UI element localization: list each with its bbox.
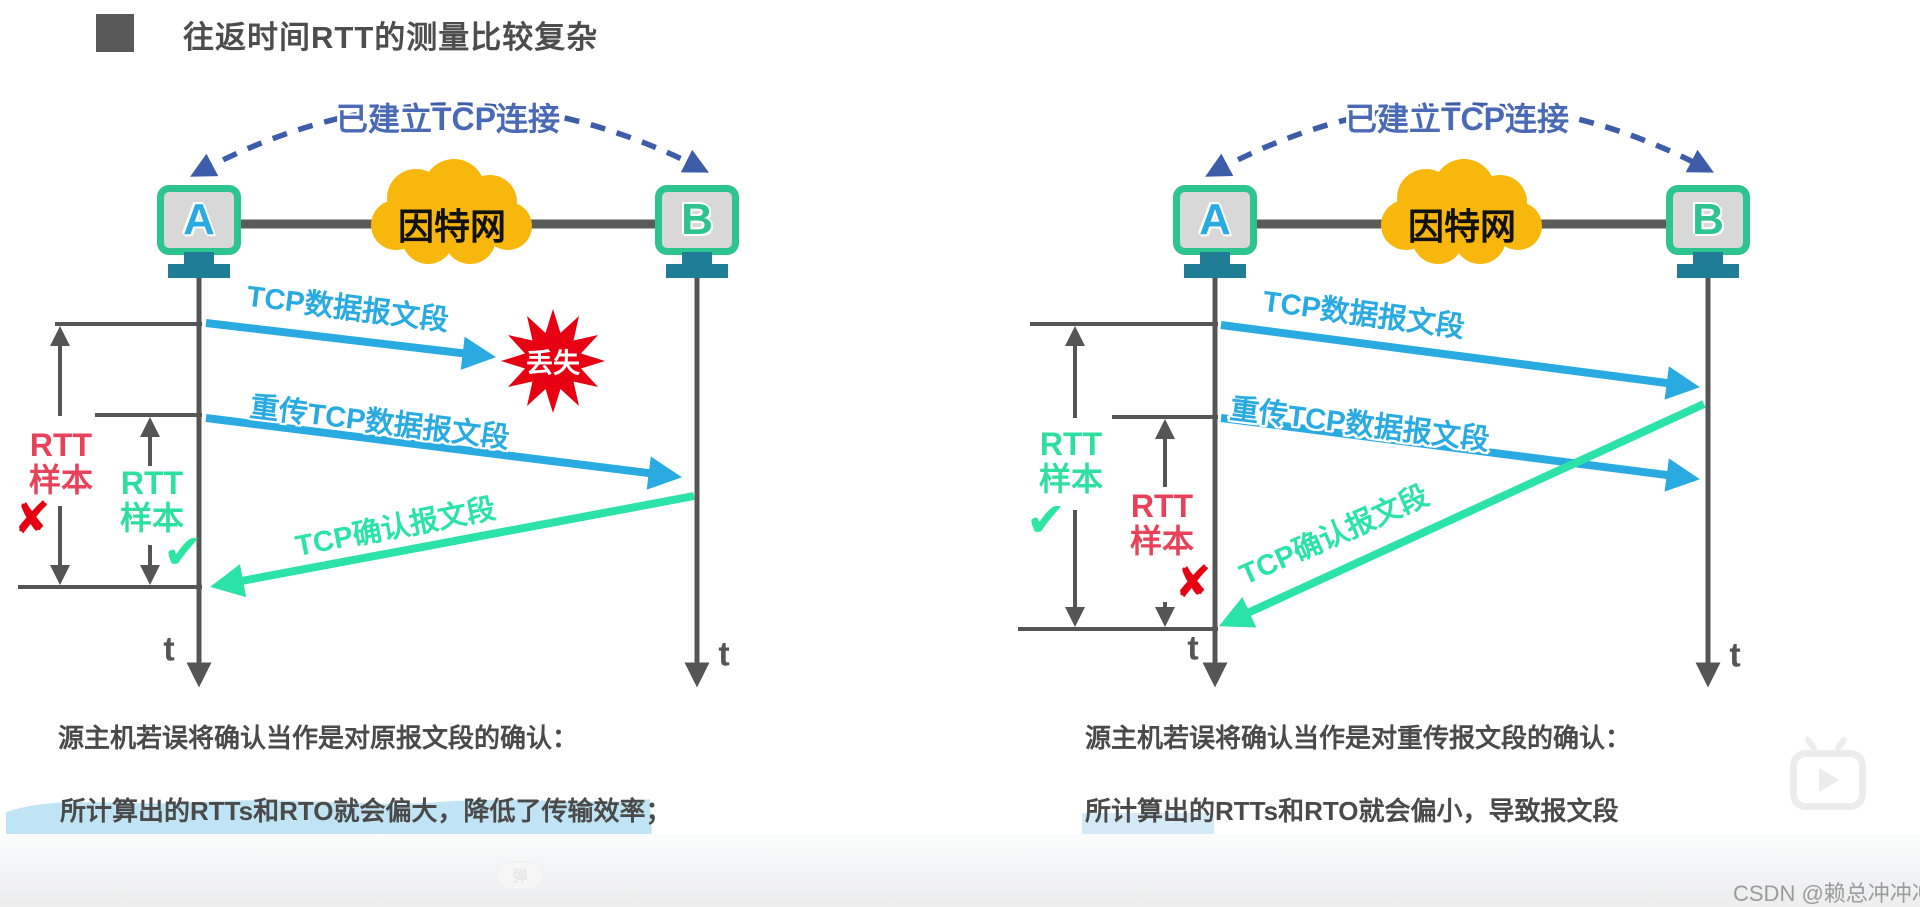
left-host-a-monitor: A xyxy=(157,185,241,255)
left-host-b-label: B xyxy=(681,195,713,244)
right-host-b-stand-base xyxy=(1677,264,1739,278)
right-host-a-label: A xyxy=(1199,195,1231,244)
right-network-label: 因特网 xyxy=(1407,206,1517,247)
right-host-b-label: B xyxy=(1692,195,1724,244)
right-host-a-stand-neck xyxy=(1200,252,1230,264)
left-arrow-data xyxy=(205,319,497,370)
left-connection-arc xyxy=(190,102,710,177)
highlight-band-right xyxy=(1082,813,1214,836)
danmaku-toggle-label: 弹 xyxy=(512,867,528,885)
left-connection-label: 已建立TCP连接 xyxy=(335,101,561,137)
right-time-axis-b: t xyxy=(1729,636,1741,675)
right-host-a-monitor: A xyxy=(1173,185,1257,255)
play-overlay-button[interactable] xyxy=(1790,750,1866,810)
title-bullet-square xyxy=(96,14,134,52)
left-host-a-stand-base xyxy=(168,264,230,278)
right-arrow-ack xyxy=(1218,400,1706,628)
left-rtt-inner-label: RTT 样本 xyxy=(119,465,185,536)
right-internet-cloud xyxy=(1381,159,1542,264)
left-internet-cloud xyxy=(371,159,532,264)
play-icon xyxy=(1819,768,1839,792)
left-host-b-monitor: B xyxy=(655,185,739,255)
right-connection-label: 已建立TCP连接 xyxy=(1344,101,1570,137)
right-connection-arc xyxy=(1205,102,1714,177)
left-conclusion: 所计算出的RTTs和RTO就会偏大，降低了传输效率； xyxy=(60,796,672,826)
left-time-axis-a: t xyxy=(163,630,175,669)
right-arrow-data xyxy=(1220,321,1700,400)
left-rtt-outer-cross-icon: ✘ xyxy=(13,494,51,543)
right-rtt-inner-cross-icon: ✘ xyxy=(1174,558,1212,607)
right-rtt-outer-check-icon: ✔ xyxy=(1025,494,1067,547)
left-host-b-stand-neck xyxy=(682,252,712,264)
danmaku-toggle[interactable]: 弹 xyxy=(497,861,543,889)
left-arrow-ack xyxy=(210,492,695,598)
right-host-a-stand-base xyxy=(1184,264,1246,278)
lost-label: 丢失 xyxy=(526,348,580,379)
left-caption: 源主机若误将确认当作是对原报文段的确认： xyxy=(58,723,579,753)
lost-starburst xyxy=(501,309,605,413)
left-rtt-inner-check-icon: ✔ xyxy=(162,526,204,579)
right-rtt-outer-label: RTT 样本 xyxy=(1038,426,1104,497)
right-time-axis-a: t xyxy=(1187,629,1199,668)
left-arrow-retrans xyxy=(205,414,683,490)
right-rtt-inner-label: RTT 样本 xyxy=(1129,488,1195,559)
page-title: 往返时间RTT的测量比较复杂 xyxy=(183,20,599,55)
watermark: CSDN @赖总冲冲冲 xyxy=(1733,881,1920,906)
player-control-strip xyxy=(0,834,1920,907)
left-host-a-stand-neck xyxy=(184,252,214,264)
right-arrow-retrans xyxy=(1220,414,1700,492)
left-network-label: 因特网 xyxy=(397,206,507,247)
left-time-axis-b: t xyxy=(718,635,730,674)
right-conclusion-line1: 所计算出的RTTs和RTO就会偏小，导致报文段 xyxy=(1085,796,1619,826)
left-host-b-stand-base xyxy=(666,264,728,278)
right-host-b-stand-neck xyxy=(1693,252,1723,264)
left-host-a-label: A xyxy=(183,195,215,244)
highlight-band-left xyxy=(6,799,652,836)
left-rtt-outer-label: RTT 样本 xyxy=(28,427,94,498)
right-caption: 源主机若误将确认当作是对重传报文段的确认： xyxy=(1085,723,1632,753)
right-host-b-monitor: B xyxy=(1666,185,1750,255)
